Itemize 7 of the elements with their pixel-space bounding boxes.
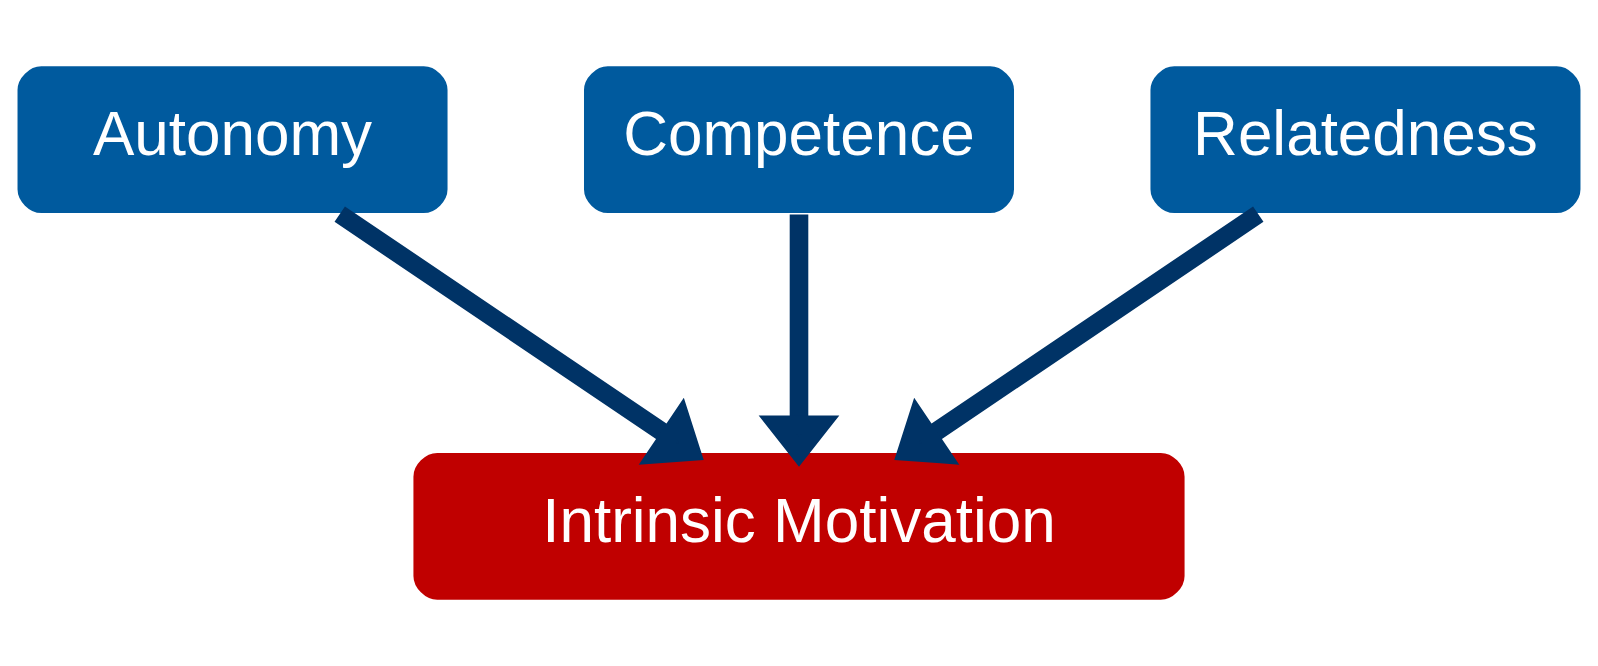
arrow <box>758 214 840 467</box>
node-box: Autonomy <box>15 64 450 216</box>
arrow <box>334 206 704 465</box>
node-box: Intrinsic Motivation <box>411 450 1187 602</box>
node-box: Relatedness <box>1148 64 1583 216</box>
node-box: Competence <box>581 64 1017 216</box>
arrow <box>894 206 1264 465</box>
